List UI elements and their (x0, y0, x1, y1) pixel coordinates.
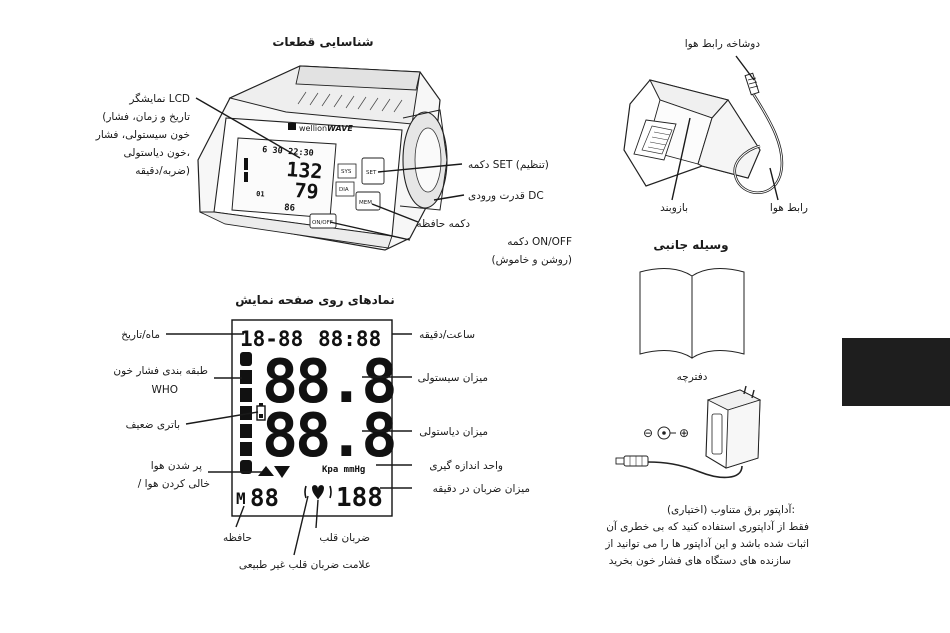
adapter-note-line2: فقط از آداپتوری استفاده کنید که بی خطری … (606, 520, 809, 533)
label-hour-minute: ساعت/دقیقه (419, 329, 475, 341)
leader-air-tube (769, 167, 779, 201)
heart-icon (304, 485, 332, 500)
device-mem: 01 (256, 190, 265, 199)
device-time: 22:30 (288, 147, 314, 159)
lcd-sys: 88.8 (262, 347, 395, 417)
label-heartbeat: ضربان قلب (319, 532, 370, 544)
label-set-button: دکمه SET (تنظیم) (468, 159, 549, 171)
device-model: WAVE (327, 124, 353, 133)
inflate-arrow-icon (258, 466, 274, 476)
deflate-arrow-icon (274, 466, 290, 478)
polarity-plus-icon: ⊕ (679, 426, 689, 440)
adapter-note-line3: اثبات شده باشد و این آداپتور ها را می تو… (604, 537, 809, 550)
label-lcd-line5: ضربه/دقیقه) (135, 165, 190, 177)
device-date: 6 30 (262, 145, 283, 156)
device-brand: wellion (299, 124, 327, 133)
leader-armband (671, 117, 691, 201)
booklet-icon (639, 268, 745, 359)
label-booklet: دفترچه (677, 371, 708, 383)
device-mem-key-label: MEM (359, 200, 372, 206)
label-lcd-line3: خون سیستولی، فشار (95, 129, 190, 141)
adapter-note-line4: سازنده های دستگاه های فشار خون بخرید (609, 554, 791, 567)
cuff-illustration (623, 72, 784, 194)
polarity-symbol: ⊖ ⊕ (643, 426, 689, 440)
label-inflate-line2: / خالی کردن هوا (138, 478, 210, 490)
label-lcd-line2: (تاریخ و زمان، فشار (102, 111, 190, 123)
device-pulse: 86 (284, 203, 296, 214)
label-irregular: علامت ضربان قلب غیر طبیعی (239, 559, 371, 571)
device-lcd-readout: 6 30 22:30 132 79 01 86 (244, 145, 323, 214)
label-onoff-line2: (روشن و خاموش) (492, 254, 572, 266)
label-diastolic: میزان دیاستولی (419, 426, 488, 438)
label-memory: حافظه (223, 532, 252, 544)
lcd-symbols-panel: 18-88 88:88 88.8 88.8 Kpa mmHg M 88 (231, 319, 398, 517)
lcd-time: 88:88 (318, 327, 381, 351)
lcd-unit: Kpa mmHg (322, 465, 365, 475)
label-who-line1: طبقه بندی فشار خون (113, 365, 208, 377)
device-sys: 132 (286, 157, 324, 183)
adapter-note-line1: آداپتور برق متناوب (اختیاری): (667, 503, 795, 516)
lcd-pulse: 188 (336, 483, 383, 513)
lcd-mem-digits: 88 (250, 484, 279, 512)
label-dc-input: قدرت ورودی DC (468, 190, 544, 202)
leader-air-plug (735, 55, 755, 81)
device-sys-key (337, 163, 357, 179)
bp-monitor-device: wellion WAVE 6 30 22:30 132 79 01 86 SYS… (197, 65, 448, 251)
device-dia: 79 (294, 178, 320, 204)
label-lcd-line1: نمایشگر LCD (128, 92, 190, 105)
low-battery-icon (256, 403, 266, 421)
label-air-plug: دوشاخه رابط هوا (685, 38, 761, 50)
label-armband: بازوبند (660, 202, 688, 214)
device-set-key-label: SET (366, 170, 377, 176)
device-dia-key (335, 181, 355, 197)
leader-memory (235, 505, 245, 528)
leader-dc (433, 194, 465, 201)
label-systolic: میزان سیستولی (418, 372, 488, 384)
device-sys-key-label: SYS (341, 169, 352, 175)
polarity-minus-icon: ⊖ (643, 426, 653, 440)
brand-logo-icon (288, 123, 296, 130)
device-onoff-key (309, 213, 337, 229)
label-unit: واحد اندازه گیری (429, 459, 503, 472)
label-pulse-rate: میزان ضربان در دقیقه (433, 483, 530, 495)
device-dia-key-label: DIA (339, 187, 349, 193)
adapter-note: آداپتور برق متناوب (اختیاری): فقط از آدا… (604, 503, 809, 567)
label-low-battery: باتری ضعیف (126, 419, 180, 431)
leader-low-battery (185, 411, 259, 425)
who-classification-bar (240, 352, 252, 474)
label-lcd-line4: خون دیاستولی، (124, 147, 191, 159)
leader-lcd (195, 97, 301, 159)
label-memory-button: دکمه حافظه (416, 218, 470, 230)
label-who-line2: WHO (151, 384, 178, 396)
device-onoff-key-label: ON/OFF (312, 220, 333, 226)
ac-adapter-icon (615, 385, 762, 479)
lcd-mem-letter: M (236, 489, 246, 508)
air-plug-icon (744, 72, 760, 96)
accessories-title: وسیله جانبی (653, 238, 728, 253)
leader-heartbeat (315, 499, 319, 529)
label-onoff-line1: دکمه ON/OFF (507, 236, 572, 248)
label-month-date: ماه/تاریخ (121, 329, 160, 341)
section-tab (842, 338, 950, 406)
symbols-title: نمادهای روی صفحه نمایش (235, 293, 395, 308)
leader-set (377, 163, 463, 173)
leader-memory (371, 203, 419, 223)
label-inflate-line1: پر شدن هوا (151, 460, 202, 472)
lcd-dia: 88.8 (262, 401, 395, 471)
leader-irregular (293, 495, 309, 556)
leader-onoff (329, 221, 411, 241)
lcd-date: 18-88 (240, 327, 303, 351)
parts-title: شناسایی قطعات (272, 35, 373, 49)
label-air-tube: رابط هوا (770, 202, 808, 214)
